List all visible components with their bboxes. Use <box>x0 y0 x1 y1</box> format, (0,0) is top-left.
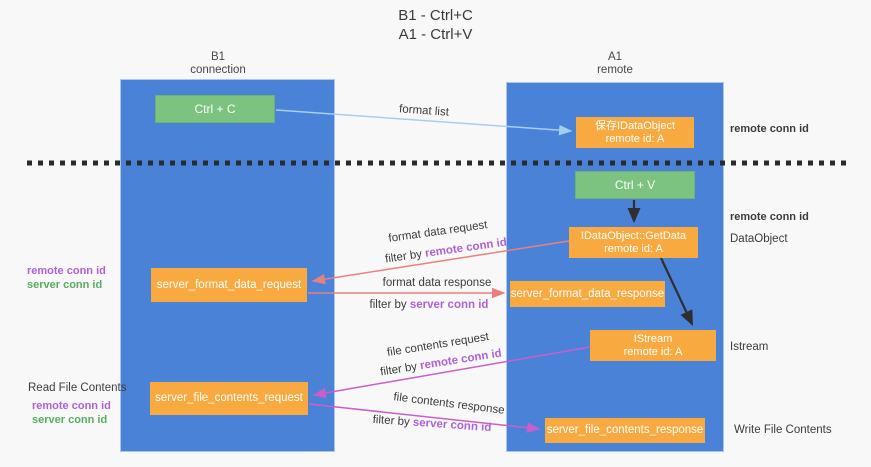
format-data-response-filter-label: filter by server conn id <box>370 299 489 311</box>
ctrl-c-box: Ctrl + C <box>155 95 275 123</box>
filter-by-text: filter by <box>372 413 414 429</box>
lane-b1-name: B1 <box>210 51 226 63</box>
server-file-contents-request-label: server_file_contents_request <box>155 392 303 404</box>
title-line-1: B1 - Ctrl+C <box>398 7 473 24</box>
remote-conn-id-text: remote conn id <box>424 236 508 260</box>
getdata-line1: IDataObject::GetData <box>580 229 687 242</box>
lane-a1-name: A1 <box>607 51 623 63</box>
ctrl-v-label: Ctrl + V <box>614 178 656 192</box>
remote-conn-id-annotation-top: remote conn id <box>730 123 809 135</box>
server-format-data-response-box: server_format_data_response <box>510 281 665 307</box>
server-file-contents-response-label: server_file_contents_response <box>546 424 704 436</box>
server-file-contents-request-box: server_file_contents_request <box>150 382 308 415</box>
diagram-title: B1 - Ctrl+C A1 - Ctrl+V <box>0 6 871 44</box>
save-dataobject-line1: 保存IDataObject <box>594 119 676 132</box>
lane-b1-role: connection <box>190 64 246 76</box>
remote-conn-id-annotation-left: remote conn id <box>27 265 106 277</box>
remote-conn-id-annotation-mid: remote conn id <box>730 211 809 223</box>
filter-by-text: filter by <box>379 360 422 379</box>
title-line-2: A1 - Ctrl+V <box>398 26 473 43</box>
server-format-data-request-label: server_format_data_request <box>156 278 302 291</box>
server-conn-id-annotation-left2: server conn id <box>32 414 108 426</box>
dataobject-annotation: DataObject <box>730 233 788 245</box>
lane-a1-role: remote <box>597 64 633 76</box>
remote-conn-id-annotation-left2: remote conn id <box>32 400 111 412</box>
istream-annotation: Istream <box>730 341 769 353</box>
istream-line2: remote id: A <box>623 345 683 358</box>
lane-header-a1: A1 remote <box>515 51 715 77</box>
server-format-data-response-label: server_format_data_response <box>510 287 665 300</box>
server-conn-id-text: server conn id <box>412 416 492 435</box>
file-contents-response-label: file contents response <box>392 391 506 417</box>
server-conn-id-text: server conn id <box>409 299 489 311</box>
file-contents-response-filter-label: filter by server conn id <box>372 414 491 434</box>
server-file-contents-response-box: server_file_contents_response <box>545 418 705 443</box>
write-file-contents-annotation: Write File Contents <box>734 424 832 436</box>
save-dataobject-box: 保存IDataObject remote id: A <box>576 117 694 148</box>
server-conn-id-annotation-left: server conn id <box>27 279 103 291</box>
istream-box: IStream remote id: A <box>590 330 716 361</box>
getdata-line2: remote id: A <box>604 242 663 255</box>
lane-header-b1: B1 connection <box>118 51 318 77</box>
filter-by-text: filter by <box>369 299 410 311</box>
save-dataobject-line2: remote id: A <box>605 132 665 145</box>
istream-line1: IStream <box>633 332 673 345</box>
server-format-data-request-box: server_format_data_request <box>151 268 307 302</box>
left-conn-id-pair-top: remote conn id server conn id <box>27 264 106 292</box>
format-list-label: format list <box>398 103 450 119</box>
filter-by-text: filter by <box>384 247 426 266</box>
ctrl-c-label: Ctrl + C <box>194 102 236 116</box>
idataobject-getdata-box: IDataObject::GetData remote id: A <box>569 227 698 258</box>
left-conn-id-pair-bottom: remote conn id server conn id <box>32 399 111 427</box>
ctrl-v-box: Ctrl + V <box>575 171 695 199</box>
read-file-contents-annotation: Read File Contents <box>28 382 127 394</box>
format-data-response-label: format data response <box>382 277 492 289</box>
